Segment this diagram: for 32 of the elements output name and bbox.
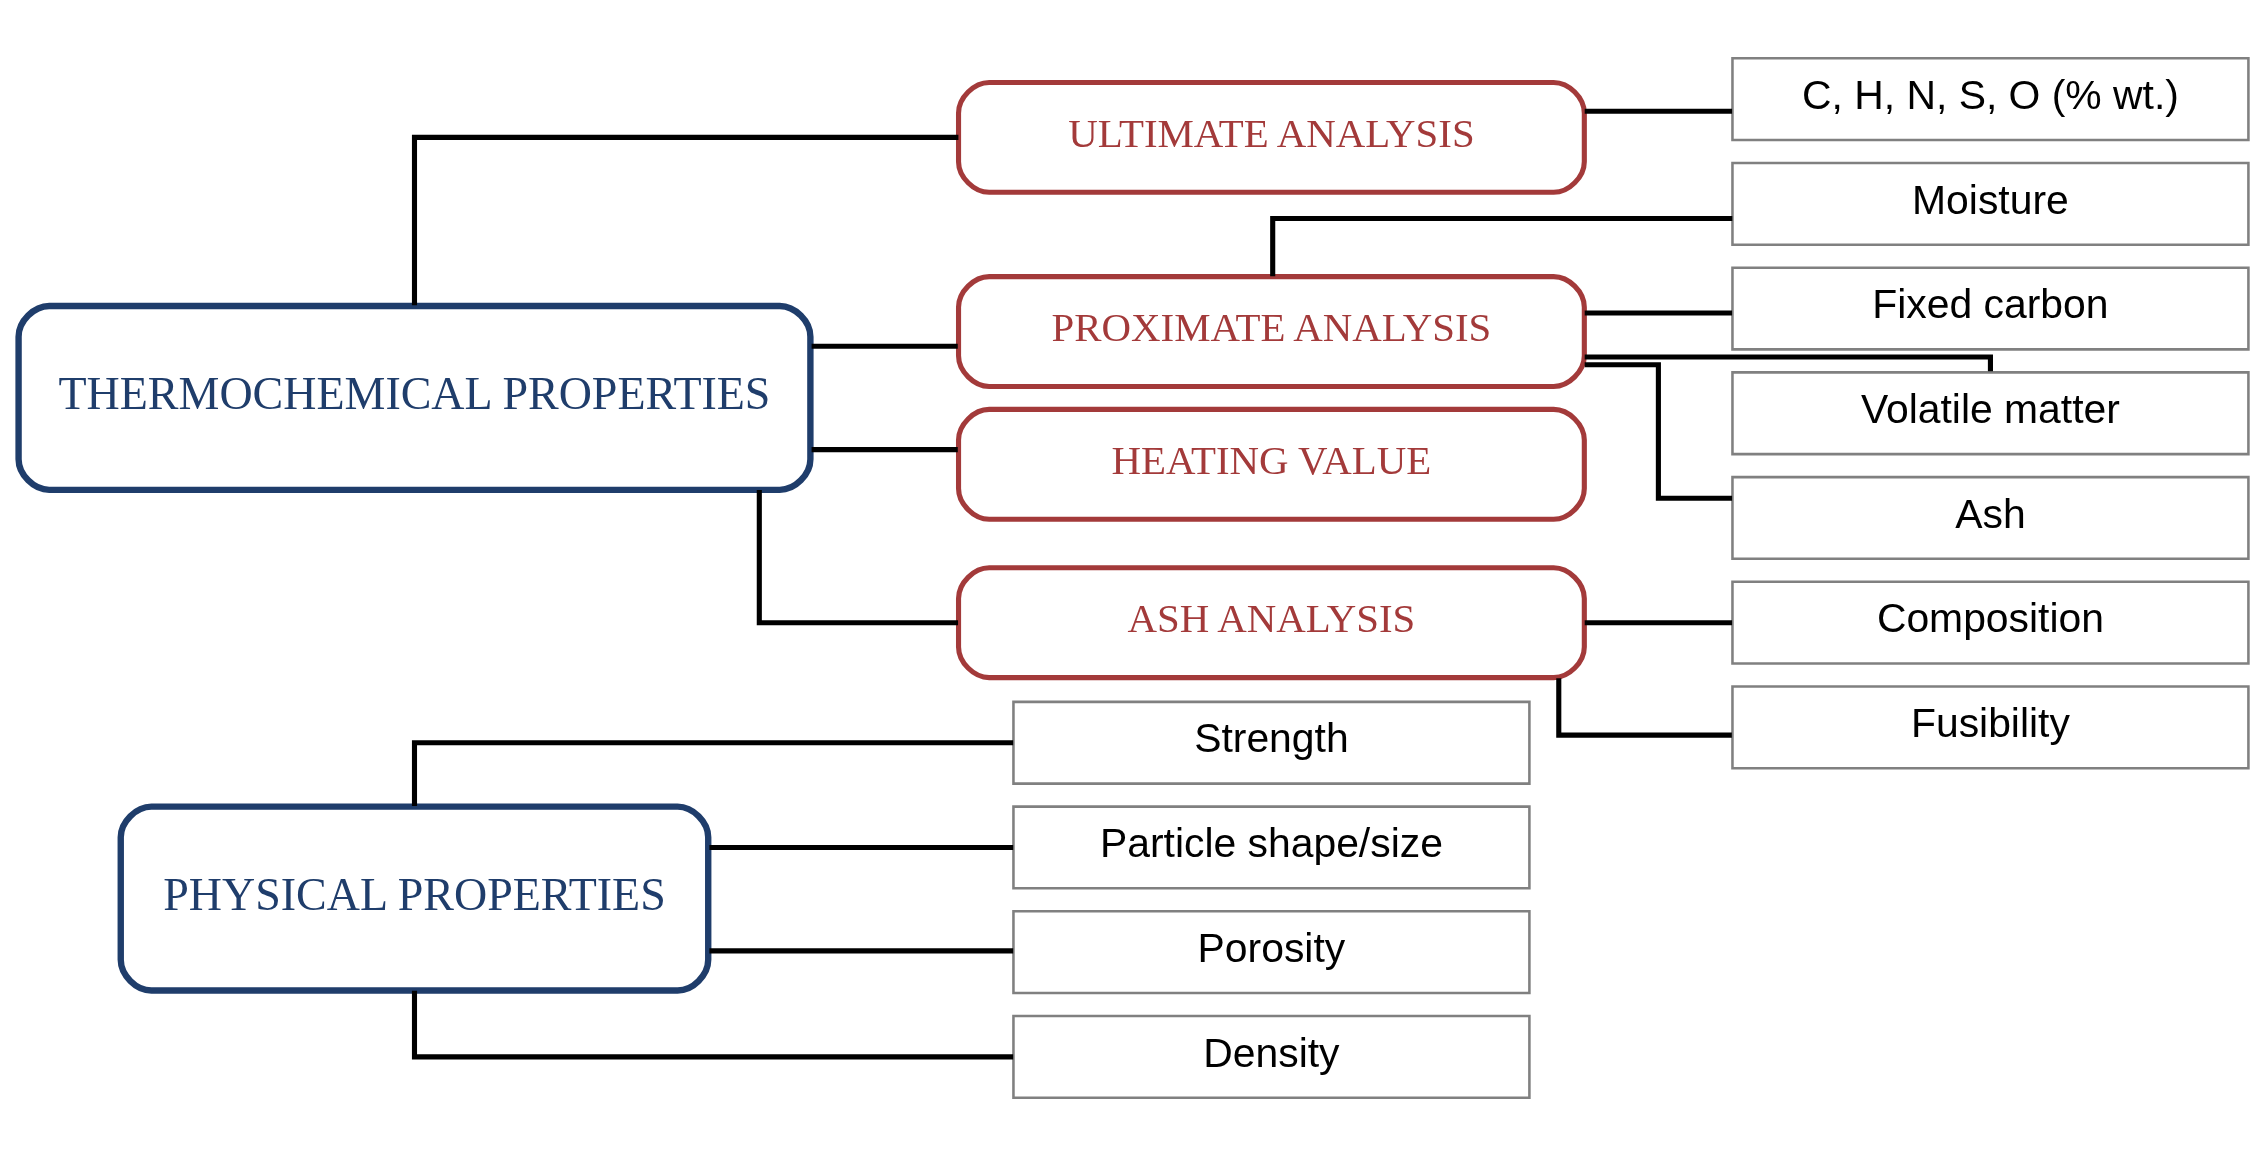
connector — [1584, 619, 1733, 625]
connector — [756, 489, 959, 625]
connector — [811, 446, 958, 452]
node-box: C, H, N, S, O (% wt.) — [1731, 56, 2250, 141]
node-box: ASH ANALYSIS — [956, 564, 1587, 680]
connector — [811, 343, 958, 349]
node-box: HEATING VALUE — [956, 406, 1587, 522]
node-box: Volatile matter — [1731, 370, 2250, 455]
connector — [411, 134, 959, 305]
connector — [1584, 309, 1733, 316]
node-box: Fixed carbon — [1731, 265, 2250, 351]
node-box: Fusibility — [1731, 684, 2250, 770]
connector — [1270, 215, 1733, 276]
node-box: ULTIMATE ANALYSIS — [956, 79, 1587, 195]
node-box: PHYSICAL PROPERTIES — [117, 802, 712, 994]
node-box: THERMOCHEMICAL PROPERTIES — [15, 302, 814, 493]
node-box: Moisture — [1731, 161, 2250, 246]
node-box: Ash — [1731, 475, 2250, 560]
connector — [1584, 354, 1993, 371]
node-box: Porosity — [1012, 909, 1531, 994]
connector — [1556, 677, 1732, 738]
connector — [1584, 361, 1733, 501]
node-box: Density — [1012, 1014, 1531, 1099]
node-box: PROXIMATE ANALYSIS — [956, 273, 1587, 389]
node-box: Composition — [1731, 580, 2250, 665]
connector — [1584, 108, 1733, 114]
node-box: Particle shape/size — [1012, 804, 1531, 890]
connector — [709, 947, 1014, 953]
connector — [411, 990, 1014, 1059]
connector — [411, 739, 1014, 806]
node-box: Strength — [1012, 700, 1531, 785]
connector — [709, 844, 1014, 850]
